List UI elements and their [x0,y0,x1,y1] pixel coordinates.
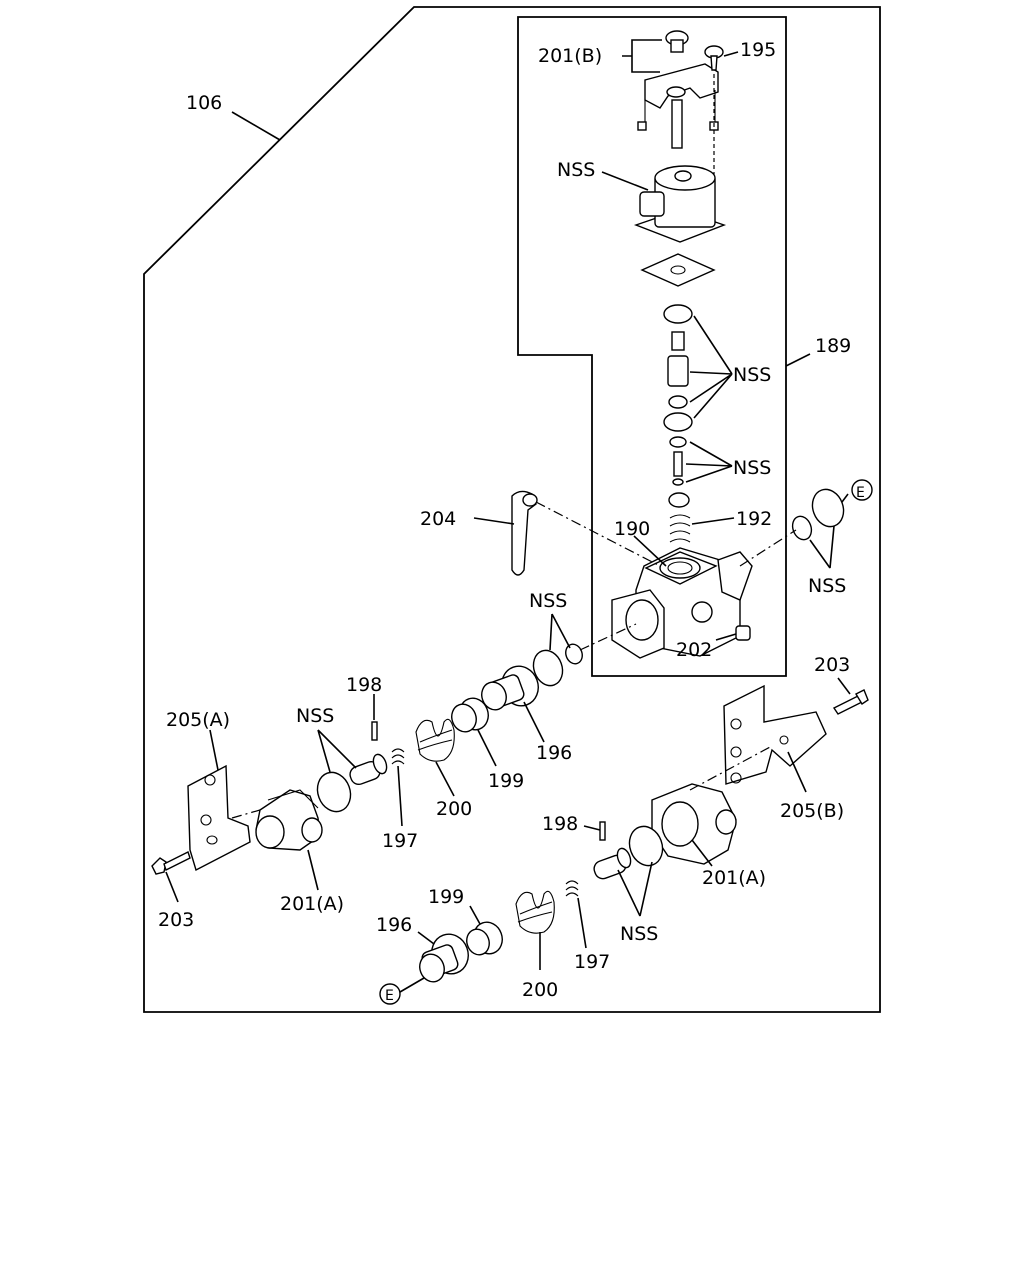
label-196-lower: 196 [376,914,412,936]
inner-frame-189 [517,16,787,677]
label-197-lower: 197 [574,951,610,973]
label-nss-right-oring: NSS [808,575,846,597]
valve-body-190 [611,547,753,659]
solenoid-gasket [640,253,716,287]
plunger-lower-right [593,847,632,880]
screw-201b [665,30,689,53]
label-202: 202 [676,639,712,661]
label-197-upper: 197 [382,830,418,852]
leader-lines [165,39,851,993]
label-203-right: 203 [814,654,850,676]
bracket-201b [637,63,719,149]
o-ring-center-large [532,649,564,687]
bracket-205b [723,684,827,785]
label-189: 189 [815,335,851,357]
screw-195 [704,45,724,71]
spring-197-upper [391,748,405,765]
washer-199-lower [466,921,503,956]
callout-e-bottom-circle [379,983,401,1005]
right-port-axis [739,529,797,567]
pin-198-upper [371,721,378,741]
label-200-upper: 200 [436,798,472,820]
label-201a-left: 201(A) [280,893,344,915]
label-205b: 205(B) [780,800,844,822]
label-e-right: E [856,485,865,501]
label-198-left: 198 [346,674,382,696]
solenoid-coil [633,165,727,243]
housing-201a-right [651,783,737,865]
o-ring-right-large [811,488,845,528]
washer-199-upper [451,697,489,733]
right-housing-axis [689,745,773,791]
spring-200-upper [415,718,455,762]
spring-200-lower [515,890,555,934]
spring-197-lower [565,880,579,897]
o-ring-center-small [565,643,583,665]
label-195: 195 [740,39,776,61]
pin-198-lower [599,821,606,841]
label-nss-left-oring: NSS [296,705,334,727]
label-nss-seals-lower: NSS [733,457,771,479]
label-nss-solenoid: NSS [557,159,595,181]
end-cap-196-lower [419,933,469,983]
end-cap-196-upper [481,665,539,711]
label-190: 190 [614,518,650,540]
housing-201a-left [255,789,323,851]
spring-192 [669,514,691,543]
outer-frame-106 [143,6,881,1013]
plunger-upper-left [349,753,388,786]
label-205a: 205(A) [166,709,230,731]
label-203-left: 203 [158,909,194,931]
label-199-upper: 199 [488,770,524,792]
label-192: 192 [736,508,772,530]
valve-seal-stack [663,304,693,508]
label-nss-seals-upper: NSS [733,364,771,386]
label-204: 204 [420,508,456,530]
callout-e-right-circle [851,479,873,501]
label-201a-right: 201(A) [702,867,766,889]
lever-204-axis [535,501,661,567]
left-housing-axis [231,809,261,819]
label-106: 106 [186,92,222,114]
label-198-right: 198 [542,813,578,835]
o-ring-right-small [791,515,813,541]
label-nss-center-oring: NSS [529,590,567,612]
label-201b: 201(B) [538,45,602,67]
label-199-lower: 199 [428,886,464,908]
label-nss-lower-right: NSS [620,923,658,945]
o-ring-lower-right [628,825,664,867]
bolt-203-right [832,689,869,715]
o-ring-left [316,771,352,813]
bracket-205a [187,764,251,872]
label-200-lower: 200 [522,979,558,1001]
plug-202 [735,625,751,641]
lever-204 [511,490,538,576]
bolt-203-left [151,851,191,875]
label-196-upper: 196 [536,742,572,764]
label-e-bottom: E [385,988,394,1004]
